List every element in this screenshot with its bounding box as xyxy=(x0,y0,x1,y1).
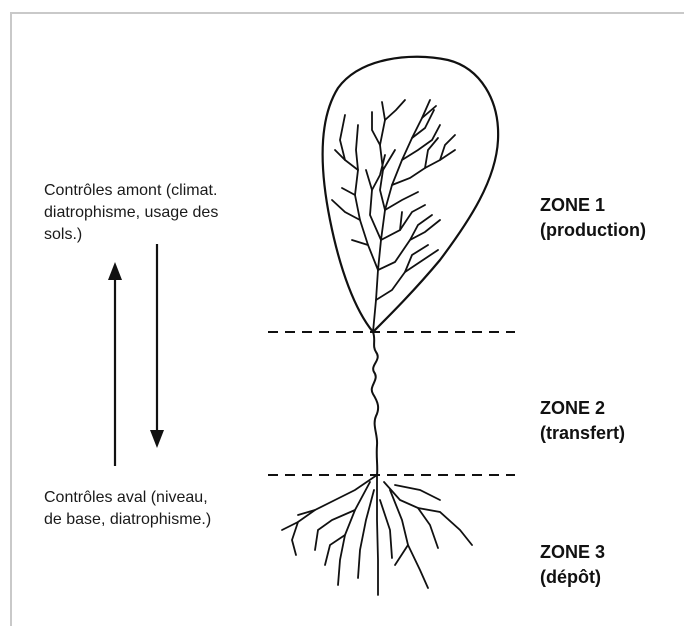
zone-2-label: ZONE 2 (transfert) xyxy=(540,396,625,446)
zone-1-title: ZONE 1 xyxy=(540,193,646,218)
downstream-line-2: de base, diatrophisme.) xyxy=(44,509,211,531)
upstream-line-2: diatrophisme, usage des xyxy=(44,202,218,224)
upstream-line-3: sols.) xyxy=(44,224,218,246)
downward-arrow xyxy=(150,244,164,448)
zone-1-label: ZONE 1 (production) xyxy=(540,193,646,243)
downstream-line-1: Contrôles aval (niveau, xyxy=(44,487,211,509)
tributary-network xyxy=(332,100,455,332)
zone-2-title: ZONE 2 xyxy=(540,396,625,421)
upstream-controls-label: Contrôles amont (climat. diatrophisme, u… xyxy=(44,180,218,246)
upstream-line-1: Contrôles amont (climat. xyxy=(44,180,218,202)
zone-3-title: ZONE 3 xyxy=(540,540,605,565)
zone-3-label: ZONE 3 (dépôt) xyxy=(540,540,605,590)
upward-arrow xyxy=(108,262,122,466)
zone-1-subtitle: (production) xyxy=(540,218,646,243)
catchment-basin-outline xyxy=(323,57,499,332)
downstream-controls-label: Contrôles aval (niveau, de base, diatrop… xyxy=(44,487,211,531)
transfer-channel xyxy=(372,332,378,475)
zone-2-subtitle: (transfert) xyxy=(540,421,625,446)
zone-3-subtitle: (dépôt) xyxy=(540,565,605,590)
distributary-network xyxy=(282,475,472,595)
